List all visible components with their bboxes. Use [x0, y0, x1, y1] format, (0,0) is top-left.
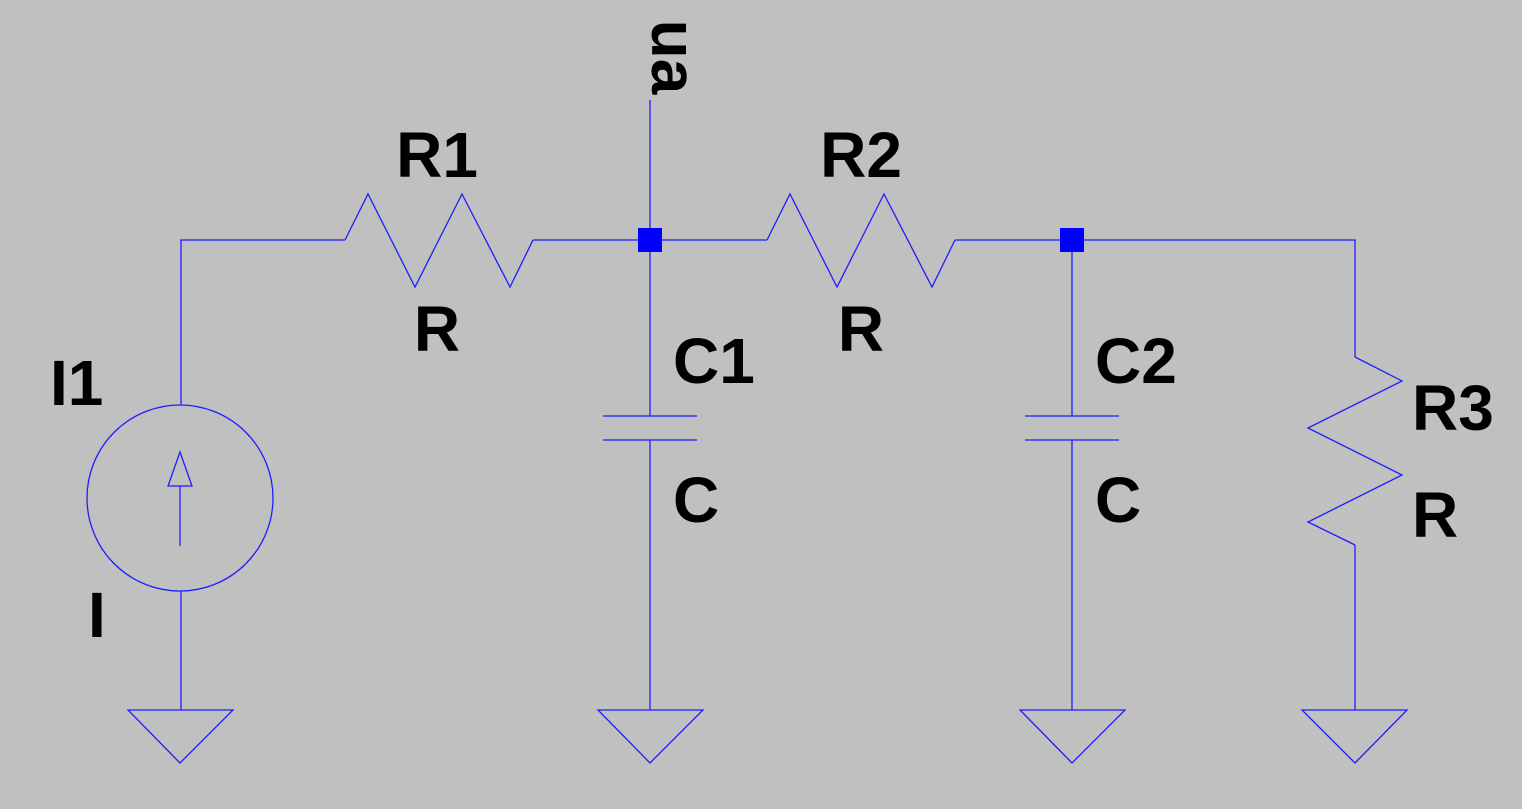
ground-icon-c2[interactable]	[1018, 709, 1127, 764]
resistor-r1-zigzag	[344, 192, 534, 289]
wires	[180, 100, 1356, 710]
capacitor-c2[interactable]	[1025, 415, 1119, 441]
ground-icon-i1[interactable]	[126, 709, 235, 764]
label-r1-value: R	[414, 293, 460, 365]
net-label-ua[interactable]: ua	[638, 20, 710, 95]
junction-node-b[interactable]	[1060, 228, 1084, 252]
resistor-r2[interactable]	[766, 192, 956, 289]
ground-icon-c1[interactable]	[596, 709, 705, 764]
resistor-r3-zigzag	[1306, 356, 1404, 546]
current-source-i1-arrow-head-icon	[167, 450, 193, 487]
label-i1-name: I1	[50, 347, 103, 419]
label-r3-value: R	[1412, 479, 1458, 551]
label-c1-name: C1	[673, 325, 755, 397]
label-c2-name: C2	[1095, 325, 1177, 397]
capacitor-c1[interactable]	[603, 415, 697, 441]
current-source-i1-circle	[86, 404, 274, 592]
label-i1-value: I	[88, 579, 106, 651]
wire-i1-to-r1[interactable]	[180, 239, 345, 405]
grounds	[126, 709, 1409, 764]
junction-node-a[interactable]	[638, 228, 662, 252]
label-r1-name: R1	[396, 119, 478, 191]
resistor-r1[interactable]	[344, 192, 534, 289]
resistor-r2-zigzag	[766, 192, 956, 289]
label-c1-value: C	[673, 464, 719, 536]
label-r3-name: R3	[1412, 372, 1494, 444]
label-r2-value: R	[838, 293, 884, 365]
resistor-r3[interactable]	[1306, 356, 1404, 546]
label-c2-value: C	[1095, 464, 1141, 536]
ground-icon-r3[interactable]	[1300, 709, 1409, 764]
current-source-i1[interactable]	[86, 404, 274, 592]
label-r2-name: R2	[820, 119, 902, 191]
wire-node-b-to-r3[interactable]	[1072, 239, 1356, 357]
